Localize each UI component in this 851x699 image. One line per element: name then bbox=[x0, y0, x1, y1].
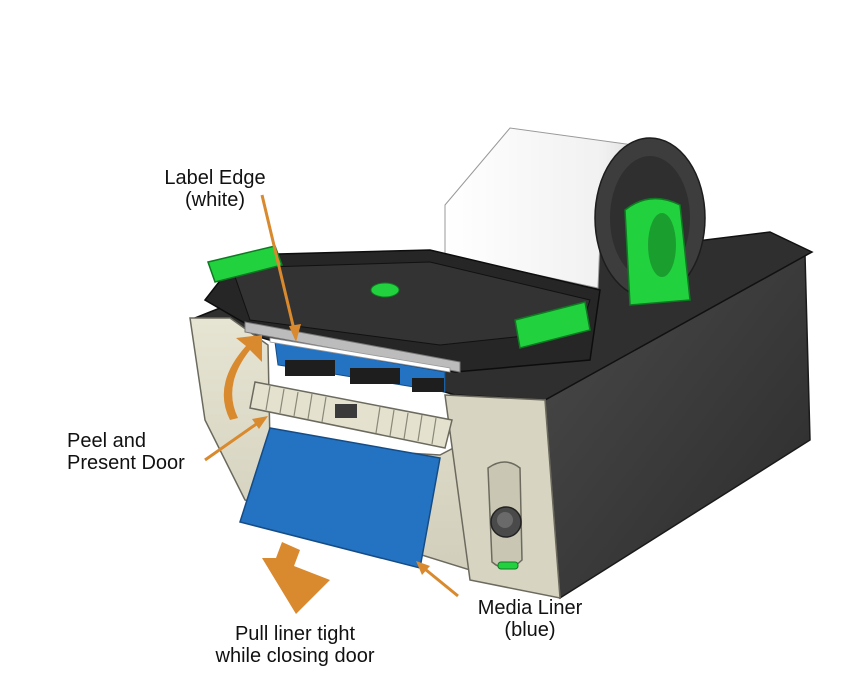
pull-down-arrow bbox=[262, 542, 330, 614]
peel-door-line2: Present Door bbox=[67, 452, 185, 474]
media-liner-line2: (blue) bbox=[504, 619, 556, 641]
annotation-arrows bbox=[204, 194, 459, 614]
media-liner-caption: Media Liner (blue) bbox=[455, 597, 605, 641]
right-latch-green bbox=[514, 301, 591, 349]
print-carriage bbox=[203, 245, 601, 373]
label-edge-line1: Label Edge bbox=[164, 167, 266, 189]
left-latch-green bbox=[207, 245, 283, 283]
pull-liner-caption: Pull liner tight while closing door bbox=[190, 623, 400, 667]
peel-door-line1: Peel and bbox=[67, 430, 146, 452]
media-roll bbox=[444, 127, 706, 306]
pull-liner-line2: while closing door bbox=[215, 645, 375, 667]
media-liner-line1: Media Liner bbox=[477, 597, 583, 619]
status-led bbox=[497, 561, 519, 570]
peel-door-caption: Peel and Present Door bbox=[67, 430, 217, 474]
label-path bbox=[269, 337, 451, 393]
label-edge-line2: (white) bbox=[184, 189, 245, 211]
label-edge-caption: Label Edge (white) bbox=[140, 167, 290, 211]
door-close-arrow bbox=[223, 335, 262, 420]
tear-bar bbox=[244, 321, 461, 373]
center-knob-green bbox=[370, 282, 400, 298]
media-liner-sheet bbox=[239, 427, 441, 569]
peel-present-door bbox=[249, 381, 453, 449]
pull-liner-line1: Pull liner tight bbox=[234, 623, 356, 645]
